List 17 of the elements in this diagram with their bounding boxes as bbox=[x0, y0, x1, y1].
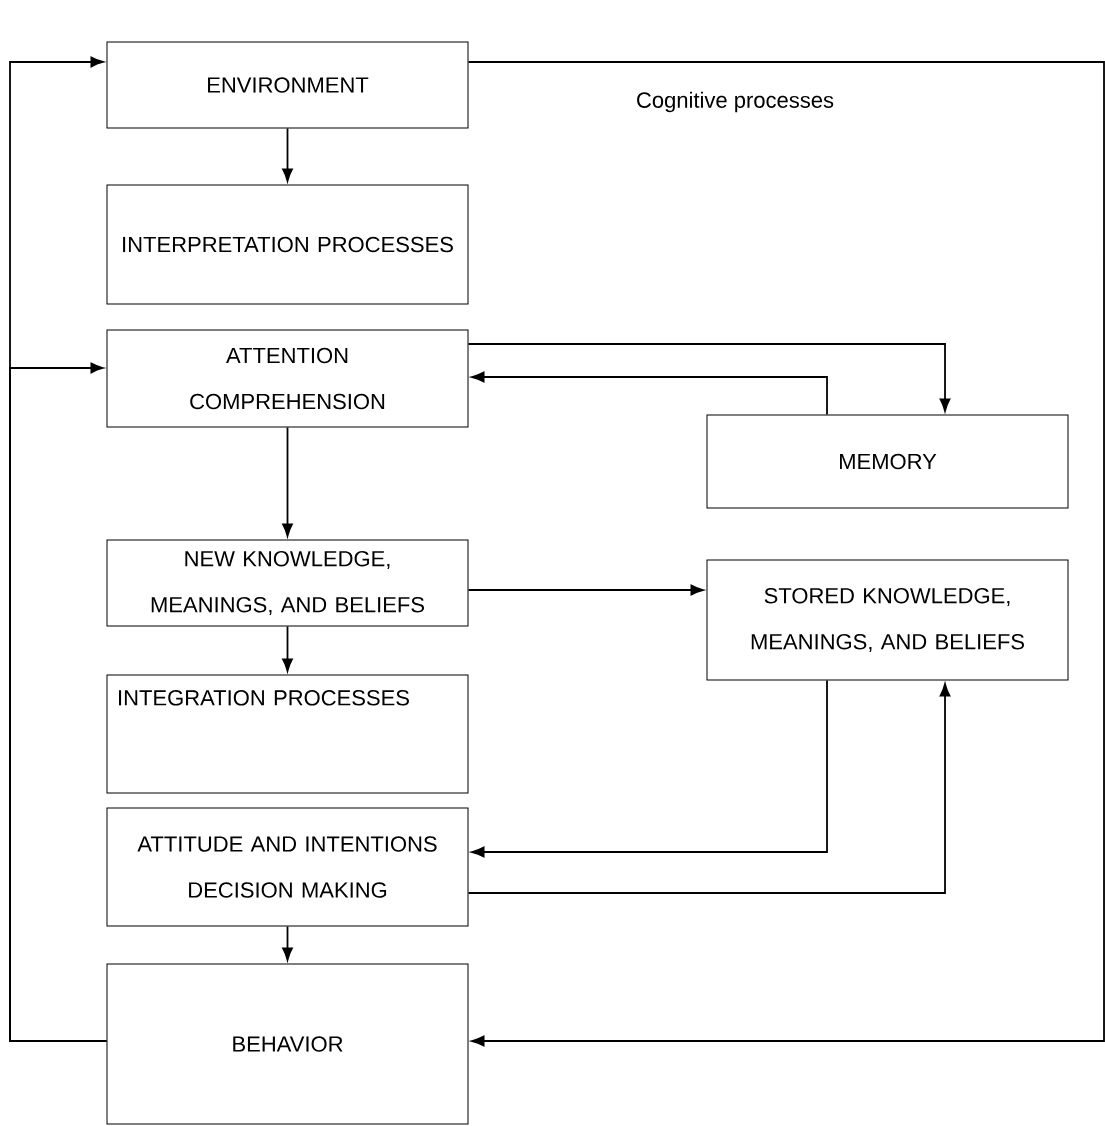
process-box: BEHAVIOR bbox=[106, 963, 469, 1125]
process-box: MEMORY bbox=[706, 414, 1069, 509]
arrow bbox=[471, 679, 828, 858]
process-box: INTEGRATION PROCESSES bbox=[106, 674, 469, 794]
arrow bbox=[467, 343, 951, 412]
process-box: ENVIRONMENT bbox=[106, 41, 469, 129]
process-box: ATTENTION COMPREHENSION bbox=[106, 329, 469, 428]
arrow bbox=[467, 61, 1105, 1047]
process-box: STORED KNOWLEDGE, MEANINGS, AND BELIEFS bbox=[706, 559, 1069, 681]
process-box: NEW KNOWLEDGE, MEANINGS, AND BELIEFS bbox=[106, 539, 469, 627]
arrow bbox=[467, 683, 951, 894]
annotation-text: Cognitive processes bbox=[637, 91, 834, 113]
arrow bbox=[471, 371, 828, 416]
arrow bbox=[9, 362, 108, 1042]
process-box: ATTITUDE AND INTENTIONS DECISION MAKING bbox=[106, 807, 469, 927]
process-box: INTERPRETATION PROCESSES bbox=[106, 184, 469, 305]
arrow bbox=[467, 584, 704, 596]
